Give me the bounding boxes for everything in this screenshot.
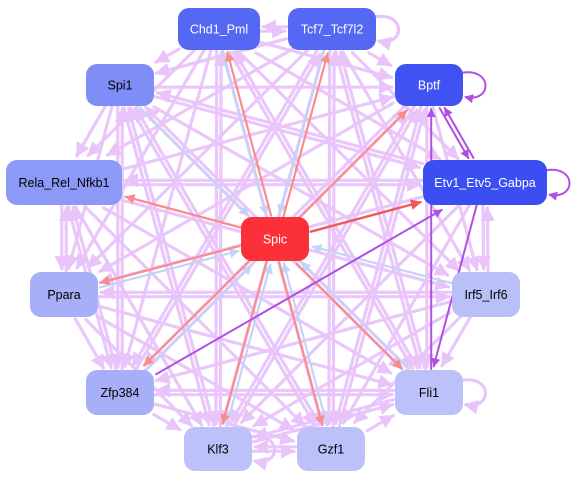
node-rela_rel_nfkb1[interactable]: Rela_Rel_Nfkb1 [6,160,122,205]
edge-klf3-to-spi1 [125,106,216,427]
edge-fli1-to-tcf7_tcf7l2 [336,50,427,370]
self-loop-tcf7_tcf7l2 [373,14,401,51]
node-label: Spi1 [107,79,132,93]
node-box [452,272,520,317]
edge-zfp384-to-etv1_etv5_gabpa [155,208,443,376]
edge-zfp384-to-klf3 [152,413,182,432]
node-box [184,427,252,471]
edge-spi1-to-irf5_irf6 [152,105,450,277]
edge-tcf7_tcf7l2-to-spic [277,49,325,215]
edge-tcf7_tcf7l2-to-rela_rel_nfkb1 [105,47,295,157]
edge-rela_rel_nfkb1-to-fli1 [102,206,393,375]
node-box [395,370,463,415]
edge-spic-to-fli1 [295,262,403,370]
edge-spic-to-chd1_pml [225,51,273,217]
edge-rela_rel_nfkb1-to-bptf [121,93,395,171]
edge-etv1_etv5_gabpa-to-bptf [443,106,475,159]
edge-spic-to-ppara [99,245,241,286]
edge-spi1-to-etv1_etv5_gabpa [152,94,421,171]
edge-irf5_irf6-to-fli1 [440,315,472,368]
edge-etv1_etv5_gabpa-to-irf5_irf6 [476,204,491,271]
edge-zfp384-to-spic [144,264,253,372]
node-box [30,272,98,317]
edges-layer [54,14,571,471]
node-klf3[interactable]: Klf3 [184,427,252,471]
self-loop-fli1 [460,378,488,415]
edge-bptf-to-klf3 [229,104,416,425]
node-box [241,217,309,261]
edge-tcf7_tcf7l2-to-bptf [367,51,393,68]
edge-gzf1-to-spi1 [134,106,322,427]
edge-irf5_irf6-to-etv1_etv5_gabpa [480,206,495,273]
edge-tcf7_tcf7l2-to-zfp384 [131,48,319,368]
edge-chd1_pml-to-spi1 [154,47,181,64]
edge-fli1-to-chd1_pml [233,50,419,370]
node-box [288,8,376,50]
edge-spic-to-etv1_etv5_gabpa [309,199,422,233]
edge-spic-to-klf3 [220,260,268,425]
edge-irf5_irf6-to-spic [311,244,453,285]
edge-gzf1-to-bptf [337,107,429,429]
edge-spic-to-gzf1 [277,261,325,426]
node-irf5_irf6[interactable]: Irf5_Irf6 [452,272,520,317]
edge-spi1-to-rela_rel_nfkb1 [75,104,108,158]
edge-spi1-to-gzf1 [129,106,317,427]
self-loop-etv1_etv5_gabpa [544,168,571,201]
edge-chd1_pml-to-fli1 [228,50,414,370]
node-label: Ppara [47,288,80,302]
node-label: Etv1_Etv5_Gabpa [434,176,536,190]
node-label: Rela_Rel_Nfkb1 [18,176,109,190]
edge-spic-to-tcf7_tcf7l2 [282,52,331,218]
edge-ppara-to-gzf1 [96,315,295,432]
node-label: Zfp384 [101,386,140,400]
edge-bptf-to-ppara [98,101,395,273]
node-ppara[interactable]: Ppara [30,272,98,317]
edge-ppara-to-zfp384 [73,317,106,370]
node-chd1_pml[interactable]: Chd1_Pml [178,8,260,50]
edge-irf5_irf6-to-klf3 [252,311,452,428]
edge-gzf1-to-tcf7_tcf7l2 [326,51,342,428]
node-label: Spic [263,233,287,247]
edge-spic-to-bptf [298,109,408,219]
edge-spi1-to-spic [139,107,250,217]
edge-gzf1-to-spic [281,262,329,427]
node-zfp384[interactable]: Zfp384 [86,370,154,415]
node-bptf[interactable]: Bptf [395,64,463,106]
node-box [423,160,547,205]
node-spi1[interactable]: Spi1 [86,64,154,106]
node-fli1[interactable]: Fli1 [395,370,463,415]
node-gzf1[interactable]: Gzf1 [297,427,365,471]
edge-klf3-to-bptf [231,108,419,429]
node-label: Bptf [418,79,441,93]
edge-etv1_etv5_gabpa-to-spi1 [156,89,425,166]
node-label: Fli1 [419,386,439,400]
node-tcf7_tcf7l2[interactable]: Tcf7_Tcf7l2 [288,8,376,50]
node-label: Klf3 [207,443,229,457]
node-box [6,160,122,205]
edge-klf3-to-chd1_pml [213,51,229,428]
edge-gzf1-to-fli1 [365,414,395,433]
edge-ppara-to-spic [98,248,240,289]
node-box [178,8,260,50]
node-box [86,64,154,106]
edge-klf3-to-spic [225,263,273,428]
self-loop-klf3 [249,434,277,471]
node-label: Tcf7_Tcf7l2 [301,23,364,37]
node-label: Chd1_Pml [190,23,248,37]
edge-spic-to-rela_rel_nfkb1 [124,194,242,229]
self-loop-bptf [460,71,487,104]
node-spic[interactable]: Spic [241,217,309,261]
node-label: Gzf1 [318,443,344,457]
node-box [86,370,154,415]
node-etv1_etv5_gabpa[interactable]: Etv1_Etv5_Gabpa [423,160,547,205]
node-box [395,64,463,106]
edge-zfp384-to-tcf7_tcf7l2 [134,52,322,372]
node-label: Irf5_Irf6 [464,288,507,302]
edge-spic-to-zfp384 [143,259,252,367]
node-box [297,427,365,471]
edge-chd1_pml-to-spic [221,50,269,216]
